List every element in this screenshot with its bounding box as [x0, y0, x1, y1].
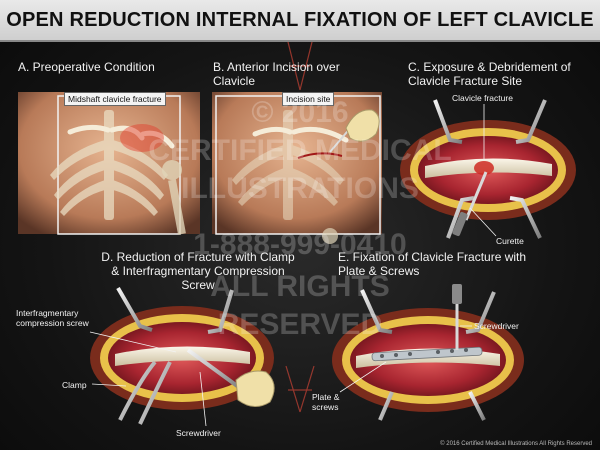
- screwdriver-d-label: Screwdriver: [176, 428, 221, 438]
- gloved-hand-d: [235, 370, 275, 407]
- retractor-e1: [360, 289, 393, 334]
- plate-screws-label: Plate & screws: [312, 392, 340, 412]
- retractor-e3: [378, 391, 394, 421]
- panel-a-label: A. Preoperative Condition: [18, 60, 155, 74]
- panel-a-art: [18, 92, 200, 235]
- panel-d-label: D. Reduction of Fracture with Clamp & In…: [101, 250, 295, 292]
- copyright-footer: © 2016 Certified Medical Illustrations A…: [440, 441, 592, 447]
- clavicle-d: [115, 346, 250, 366]
- retractor-c3: [446, 196, 475, 239]
- panel-c-art: [400, 99, 576, 239]
- incision-line: [297, 152, 343, 159]
- fractured-clavicle-segment: [140, 130, 175, 149]
- retractor-d2: [207, 289, 234, 334]
- panel-e-art: [332, 284, 524, 421]
- screwdriver-e-label: Screwdriver: [474, 321, 519, 331]
- clamp-arm-1: [118, 360, 157, 421]
- interfragmentary-screw-label: Interfragmentary compression screw: [16, 308, 89, 328]
- right-clavicle-bone: [67, 124, 111, 135]
- midshaft-fracture-tag: Midshaft clavicle fracture: [64, 92, 166, 106]
- clamp-arm-2: [138, 361, 172, 425]
- fixation-plate: [371, 346, 483, 362]
- clamp-label: Clamp: [62, 380, 87, 390]
- panel-b-label: B. Anterior Incision over Clavicle: [213, 60, 340, 88]
- panel-c-label: C. Exposure & Debridement of Clavicle Fr…: [408, 60, 571, 88]
- logo-mark-bottom: [285, 365, 315, 413]
- page-title: OPEN REDUCTION INTERNAL FIXATION OF LEFT…: [6, 9, 594, 31]
- fracture-highlight: [120, 124, 164, 152]
- left-clavicle-bone: [109, 125, 145, 141]
- rib-cage: [50, 110, 168, 220]
- clavicle-fracture-label: Clavicle fracture: [452, 93, 513, 103]
- screwdriver-d: [186, 348, 242, 390]
- curette-label: Curette: [496, 236, 524, 246]
- retractor-c1: [433, 99, 463, 144]
- logo-mark-top: [287, 41, 313, 91]
- screwdriver-e-handle: [452, 284, 462, 304]
- retractor-d1: [116, 286, 153, 332]
- curette-handle: [452, 211, 468, 237]
- retractor-c2: [515, 99, 547, 144]
- retractor-e2: [465, 291, 496, 334]
- plate-screws: [380, 348, 468, 358]
- humerus: [168, 179, 186, 235]
- curette-shaft: [464, 171, 488, 221]
- gloved-hand-b: [345, 109, 380, 142]
- panel-b-art: [212, 92, 382, 244]
- panel-d-art: [89, 286, 275, 427]
- incision-site-tag: Incision site: [282, 92, 335, 106]
- retractor-c4: [509, 196, 542, 239]
- retractor-e4: [468, 391, 486, 421]
- shoulder-joint: [162, 160, 182, 180]
- panel-e-label: E. Fixation of Clavicle Fracture with Pl…: [338, 250, 527, 278]
- title-bar: OPEN REDUCTION INTERNAL FIXATION OF LEFT…: [0, 0, 600, 42]
